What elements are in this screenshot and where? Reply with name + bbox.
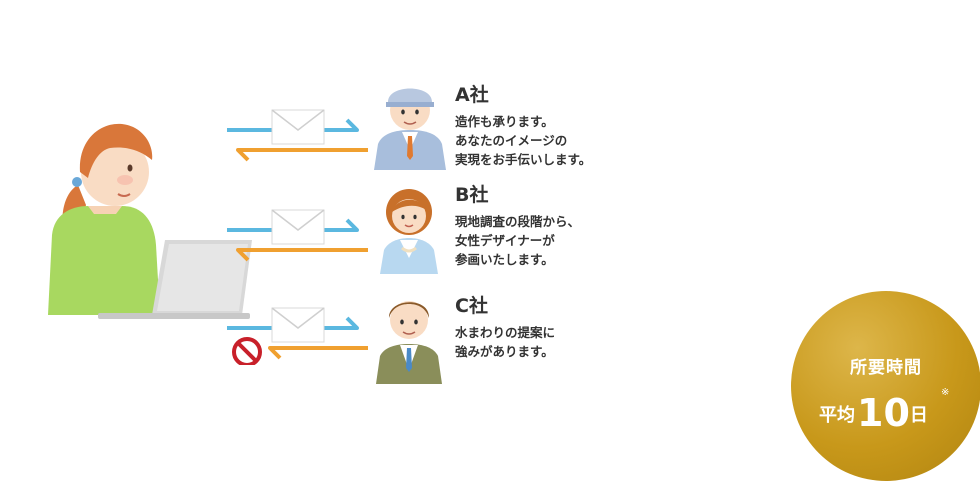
company-c-name: C社 [455, 295, 488, 317]
badge-label: 所要時間 [850, 358, 922, 378]
woman-laptop-illustration [48, 123, 252, 319]
badge-note: ※ [941, 387, 950, 398]
reply-arrow [268, 346, 368, 360]
duration-badge: 所要時間 平均10日 ※ [791, 291, 980, 481]
message-row-a [227, 109, 368, 162]
company-c-description: 水まわりの提案に 強みがあります。 [455, 325, 556, 359]
company-a-description: 造作も承ります。 あなたのイメージの 実現をお手伝いします。 [455, 114, 592, 167]
send-arrow [227, 316, 359, 330]
send-arrow [227, 118, 359, 132]
company-b-description: 現地調査の段階から、 女性デザイナーが 参画いたします。 [455, 214, 581, 267]
badge-unit: 日 [909, 405, 928, 426]
mail-envelope-icon [271, 109, 325, 145]
businessman-avatar [376, 301, 442, 384]
worker-avatar [374, 88, 446, 170]
reply-arrow [236, 148, 368, 162]
badge-prefix: 平均 [819, 405, 855, 426]
mail-envelope-icon [271, 209, 325, 245]
mail-envelope-icon [271, 307, 325, 343]
no-entry-icon [232, 337, 262, 365]
badge-value: 平均10日 [819, 391, 928, 435]
company-b-name: B社 [455, 184, 489, 206]
arrows-envelopes [227, 109, 368, 365]
message-row-b [227, 209, 368, 262]
message-row-c [227, 307, 368, 365]
badge-number: 10 [857, 391, 910, 435]
company-a-name: A社 [455, 84, 489, 106]
reply-arrow [236, 248, 368, 262]
woman-avatar [380, 189, 438, 274]
send-arrow [227, 218, 359, 232]
